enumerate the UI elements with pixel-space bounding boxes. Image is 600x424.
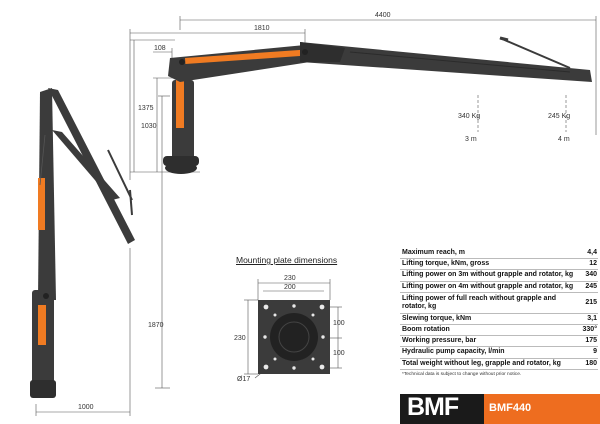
spec-value: 175 bbox=[585, 337, 597, 345]
spec-value: 215 bbox=[585, 298, 597, 306]
dim-base-width: 1000 bbox=[78, 404, 94, 411]
spec-value: 4,4 bbox=[587, 249, 597, 256]
spec-label: Working pressure, bar bbox=[402, 337, 477, 345]
plate-right-upper: 100 bbox=[333, 320, 345, 327]
spec-value: 12 bbox=[589, 260, 597, 268]
mounting-plate-title: Mounting plate dimensions bbox=[236, 255, 338, 265]
spec-label: Boom rotation bbox=[402, 326, 450, 334]
spec-label: Lifting torque, kNm, gross bbox=[402, 260, 490, 268]
brand-logo: BMF bbox=[407, 393, 459, 421]
mounting-plate: 230 200 230 100 100 Ø17 bbox=[234, 275, 345, 383]
plate-inner-width: 200 bbox=[284, 284, 296, 291]
plate-right-lower: 100 bbox=[333, 350, 345, 357]
spec-label: Slewing torque, kNm bbox=[402, 314, 472, 322]
spec-label: Lifting power of full reach without grap… bbox=[402, 294, 556, 310]
plate-outer-width: 230 bbox=[284, 275, 296, 282]
spec-value: 3,1 bbox=[587, 314, 597, 322]
spec-label: Maximum reach, m bbox=[402, 249, 466, 256]
dim-height-folded: 1870 bbox=[148, 322, 164, 329]
spec-label: Lifting power on 3m without grapple and … bbox=[402, 271, 574, 279]
spec-label: Hydraulic pump capacity, l/min bbox=[402, 348, 505, 356]
plate-hole-diameter: Ø17 bbox=[237, 376, 250, 383]
spec-row: Lifting power on 3m without grapple and … bbox=[400, 270, 598, 282]
spec-value: 330° bbox=[582, 326, 597, 334]
spec-value: 245 bbox=[585, 282, 597, 290]
spec-row: Maximum reach, m 4,4 bbox=[400, 248, 598, 260]
spec-row: Total weight without leg, grapple and ro… bbox=[400, 359, 598, 370]
plate-outer-height: 230 bbox=[234, 335, 246, 342]
spec-label: Total weight without leg, grapple and ro… bbox=[402, 359, 561, 367]
extended-crane: 4400 1810 108 1375 1030 340 Kg 245 Kg 3 … bbox=[129, 12, 597, 180]
spec-row: Slewing torque, kNm 3,1 bbox=[400, 314, 598, 326]
spec-row: Lifting torque, kNm, gross 12 bbox=[400, 259, 598, 271]
distance-label-3m: 3 m bbox=[465, 136, 477, 143]
technical-note: *Technical data is subject to change wit… bbox=[402, 371, 522, 377]
dim-height-inner: 1030 bbox=[141, 123, 157, 130]
spec-row: Lifting power of full reach without grap… bbox=[400, 293, 598, 314]
distance-label-4m: 4 m bbox=[558, 136, 570, 143]
spec-label: Lifting power on 4m without grapple and … bbox=[402, 282, 574, 290]
model-name: BMF440 bbox=[489, 402, 532, 414]
dim-height-outer: 1375 bbox=[138, 105, 154, 112]
dim-reach-mid: 1810 bbox=[254, 25, 270, 32]
spec-row: Working pressure, bar 175 bbox=[400, 336, 598, 348]
logo-block bbox=[400, 394, 484, 424]
spec-row: Lifting power on 4m without grapple and … bbox=[400, 282, 598, 293]
spec-row: Hydraulic pump capacity, l/min 9 bbox=[400, 347, 598, 359]
load-label-3m: 340 Kg bbox=[458, 113, 480, 120]
load-label-4m: 245 Kg bbox=[548, 113, 570, 120]
spec-value: 180 bbox=[585, 359, 597, 367]
spec-row: Boom rotation 330° bbox=[400, 325, 598, 337]
spec-value: 9 bbox=[593, 348, 597, 356]
dim-reach-total: 4400 bbox=[375, 12, 391, 19]
folded-crane: 1870 1000 bbox=[30, 88, 170, 416]
dim-offset-top: 108 bbox=[154, 45, 166, 52]
spec-value: 340 bbox=[585, 271, 597, 279]
spec-table: Maximum reach, m 4,4 Lifting torque, kNm,… bbox=[400, 248, 598, 377]
